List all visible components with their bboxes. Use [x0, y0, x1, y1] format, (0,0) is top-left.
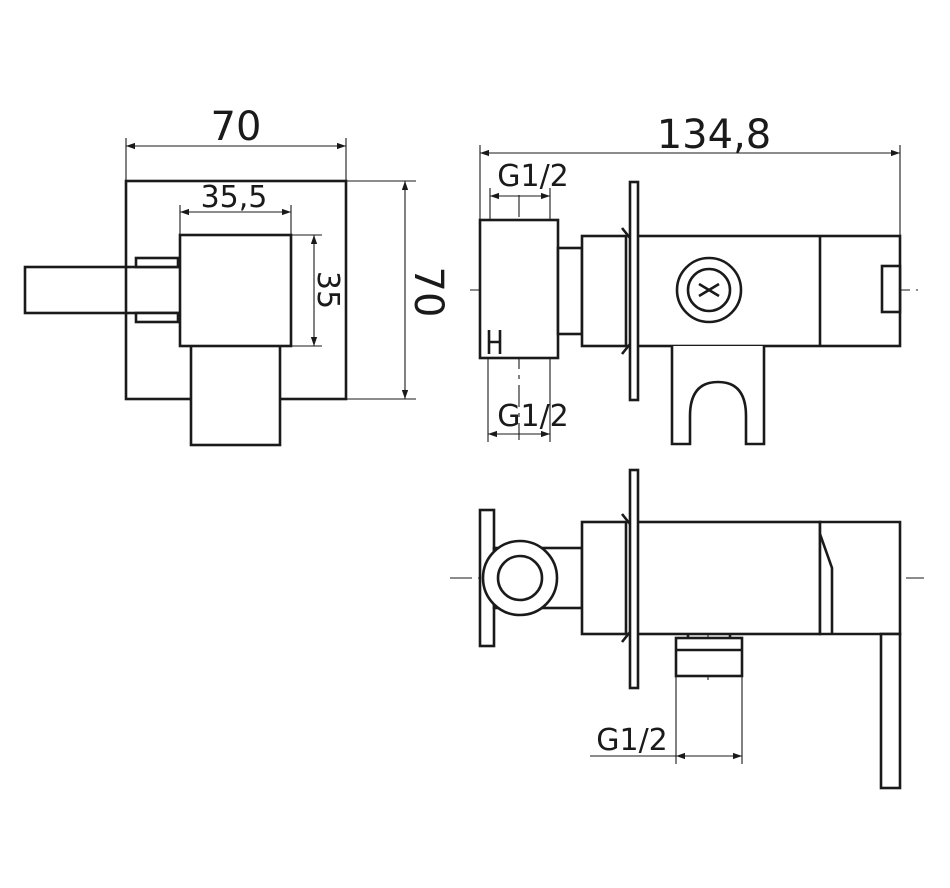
dim-front-height: 70: [405, 267, 451, 318]
pin-upper: [134, 256, 180, 269]
side-view: 134,8 G1/2 G1/2: [470, 112, 918, 446]
cartridge-block: [178, 233, 293, 348]
holder-bracket: [670, 346, 766, 446]
dim-thread-left-bottom: G1/2: [497, 399, 569, 434]
lower-body: [189, 343, 282, 447]
wall-flange-top: [628, 468, 640, 690]
dim-inner-height: 35: [310, 271, 345, 309]
screw-inner: [686, 267, 732, 313]
dim-inner-width: 35,5: [201, 180, 268, 215]
neck: [556, 246, 584, 336]
inlet-ring-outer: [481, 539, 559, 617]
dim-front-width: 70: [211, 104, 262, 150]
dim-side-length: 134,8: [657, 112, 772, 158]
handle-slot: [880, 264, 902, 314]
lever-stem: [879, 632, 902, 790]
pin-lower: [134, 311, 180, 324]
lever-handle: [23, 265, 183, 315]
screw-outer: [675, 256, 743, 324]
wall-flange: [628, 180, 640, 402]
front-view: 70 35,5 35 70: [23, 104, 451, 447]
outlet-nut: [674, 636, 744, 678]
inlet-block: [478, 218, 560, 360]
lever-top: [818, 520, 902, 636]
valve-body-top: [580, 520, 822, 636]
dim-thread-bottom-outlet: G1/2: [596, 723, 668, 758]
dim-thread-top: G1/2: [497, 159, 569, 194]
inlet-ring-inner: [496, 554, 544, 602]
top-view: G1/2: [450, 468, 924, 790]
